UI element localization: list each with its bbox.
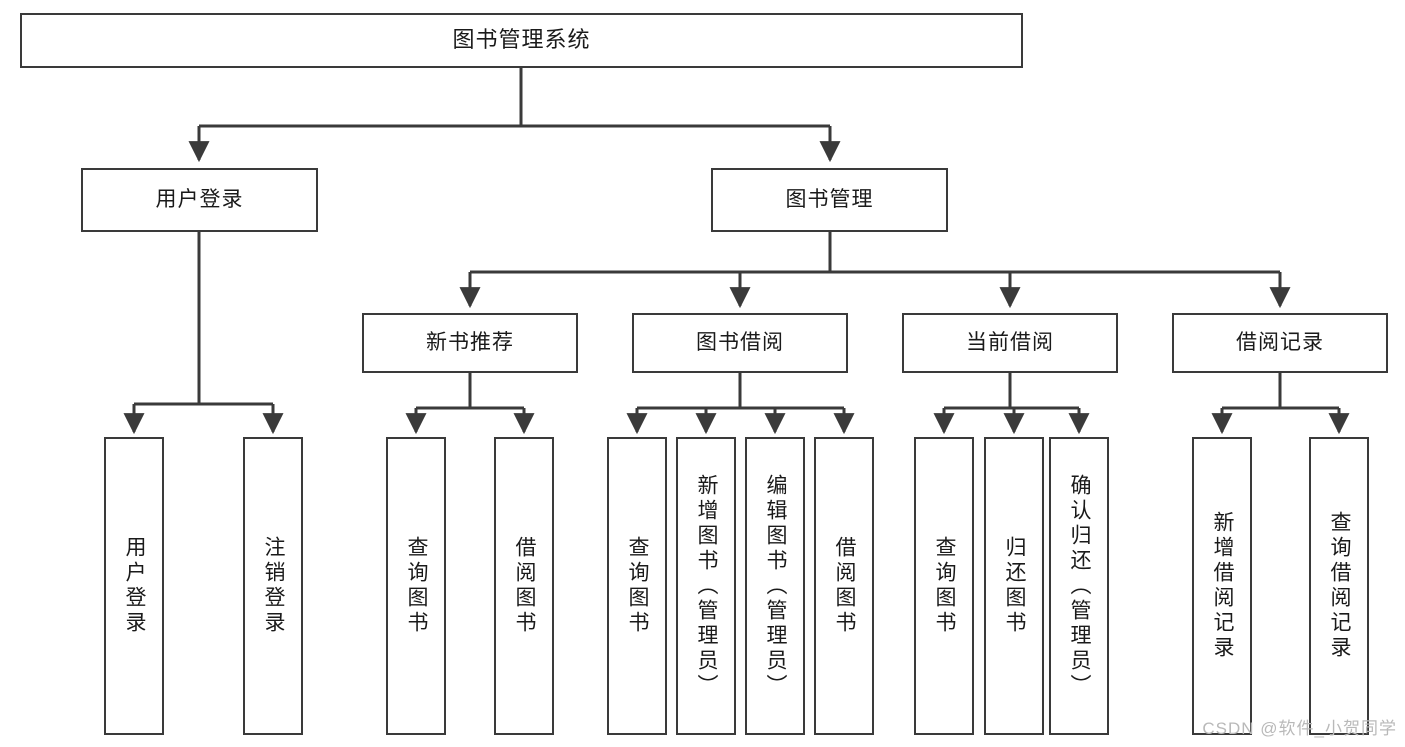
leaf-confirm-return[interactable]: 确认归还（管理员） xyxy=(1049,437,1109,735)
node-label: 确认归还（管理员） xyxy=(1068,473,1092,699)
node-label: 图书管理系统 xyxy=(452,27,591,53)
node-label: 注销登录 xyxy=(262,536,286,636)
node-current-borrow[interactable]: 当前借阅 xyxy=(902,313,1118,373)
leaf-add-record[interactable]: 新增借阅记录 xyxy=(1192,437,1252,735)
node-root-system[interactable]: 图书管理系统 xyxy=(20,13,1023,68)
leaf-borrow-book-2[interactable]: 借阅图书 xyxy=(814,437,874,735)
node-borrow-record[interactable]: 借阅记录 xyxy=(1172,313,1388,373)
node-label: 用户登录 xyxy=(123,536,147,636)
leaf-query-book-1[interactable]: 查询图书 xyxy=(386,437,446,735)
leaf-user-login[interactable]: 用户登录 xyxy=(104,437,164,735)
node-label: 查询图书 xyxy=(626,536,650,636)
leaf-query-record[interactable]: 查询借阅记录 xyxy=(1309,437,1369,735)
node-label: 借阅图书 xyxy=(513,536,537,636)
csdn-watermark: CSDN @软件_小贺同学 xyxy=(1202,719,1397,738)
leaf-return-book[interactable]: 归还图书 xyxy=(984,437,1044,735)
node-label: 图书管理 xyxy=(785,188,874,212)
node-label: 编辑图书（管理员） xyxy=(764,473,788,699)
node-label: 当前借阅 xyxy=(966,331,1054,355)
leaf-query-book-3[interactable]: 查询图书 xyxy=(914,437,974,735)
node-label: 归还图书 xyxy=(1003,536,1027,636)
node-label: 图书借阅 xyxy=(696,331,784,355)
leaf-borrow-book-1[interactable]: 借阅图书 xyxy=(494,437,554,735)
leaf-logout-login[interactable]: 注销登录 xyxy=(243,437,303,735)
node-label: 新增借阅记录 xyxy=(1211,511,1235,661)
node-label: 借阅图书 xyxy=(833,536,857,636)
node-label: 新书推荐 xyxy=(426,331,514,355)
leaf-add-book[interactable]: 新增图书（管理员） xyxy=(676,437,736,735)
node-label: 借阅记录 xyxy=(1236,331,1324,355)
node-new-book-recommend[interactable]: 新书推荐 xyxy=(362,313,578,373)
node-label: 查询借阅记录 xyxy=(1328,511,1352,661)
leaf-edit-book[interactable]: 编辑图书（管理员） xyxy=(745,437,805,735)
node-book-borrow[interactable]: 图书借阅 xyxy=(632,313,848,373)
node-label: 查询图书 xyxy=(405,536,429,636)
node-label: 查询图书 xyxy=(933,536,957,636)
node-label: 用户登录 xyxy=(155,188,244,212)
node-user-login[interactable]: 用户登录 xyxy=(81,168,318,232)
node-label: 新增图书（管理员） xyxy=(695,473,719,699)
leaf-query-book-2[interactable]: 查询图书 xyxy=(607,437,667,735)
node-book-manage[interactable]: 图书管理 xyxy=(711,168,948,232)
